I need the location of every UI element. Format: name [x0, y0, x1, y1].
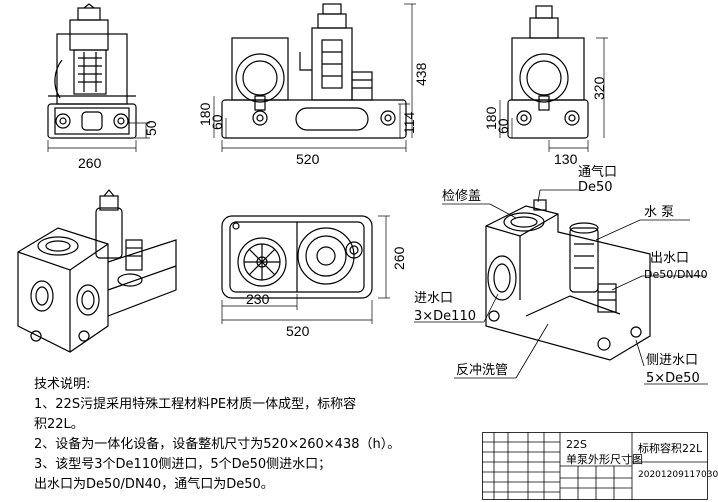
- rear-60-dim: 60: [495, 118, 511, 134]
- pump-label: 水 泵: [644, 205, 674, 220]
- top-520-dim: 520: [286, 323, 310, 339]
- notes-heading: 技术说明:: [34, 377, 91, 392]
- note-line: 积22L。: [34, 417, 84, 432]
- note-line: 2、设备为一体化设备，设备整机尺寸为520×260×438（h）。: [34, 437, 401, 452]
- rear-180-dim: 180: [483, 106, 499, 130]
- isometric-view: [17, 189, 177, 353]
- title-block-capacity: 标称容积22L: [638, 442, 703, 455]
- labeled-isometric-view: [414, 189, 708, 385]
- inspection-cover-label: 检修盖: [442, 189, 481, 204]
- rear-width-dim: 130: [554, 151, 578, 167]
- side-60-dim: 60: [209, 114, 225, 130]
- front-width-dim: 260: [78, 155, 102, 171]
- side-inlet-size: 5×De50: [646, 371, 700, 386]
- title-block-grid: [482, 432, 708, 500]
- side-view: [213, 3, 416, 152]
- outlet-size: De50/DN40: [644, 268, 708, 281]
- outlet-label: 出水口: [650, 251, 689, 266]
- backflush-label: 反冲洗管: [456, 363, 508, 378]
- title-block-drawing-no: 20201209117030: [638, 470, 718, 480]
- side-inlet-label: 侧进水口: [646, 353, 698, 368]
- title-block-drawing-name: 单泵外形尺寸图: [566, 453, 643, 466]
- vent-label: 通气口: [578, 164, 617, 180]
- rear-view: [499, 5, 608, 152]
- top-260-dim: 260: [391, 246, 407, 270]
- side-114-dim: 114: [401, 111, 417, 134]
- inlet-size: 3×De110: [414, 309, 476, 324]
- side-width-dim: 520: [296, 151, 320, 167]
- front-view: [47, 3, 150, 152]
- top-view: [221, 215, 390, 324]
- note-line: 1、22S污提采用特殊工程材料PE材质一体成型，标称容: [34, 397, 357, 412]
- title-block-model: 22S: [566, 438, 587, 451]
- side-438-dim: 438: [413, 62, 429, 86]
- note-line: 3、该型号3个De110侧进口，5个De50侧进水口；: [34, 457, 332, 472]
- inlet-label: 进水口: [414, 291, 453, 306]
- technical-notes: 技术说明: 1、22S污提采用特殊工程材料PE材质一体成型，标称容 积22L。 …: [34, 375, 479, 495]
- vent-size: De50: [578, 180, 613, 195]
- front-base-dim: 50: [143, 120, 159, 136]
- top-230-dim: 230: [246, 291, 270, 307]
- note-line: 出水口为De50/DN40，通气口为De50。: [34, 477, 274, 492]
- rear-320-dim: 320: [591, 76, 607, 100]
- title-block: 22S 单泵外形尺寸图 标称容积22L 20201209117030: [482, 432, 718, 500]
- side-180-dim: 180: [197, 102, 213, 126]
